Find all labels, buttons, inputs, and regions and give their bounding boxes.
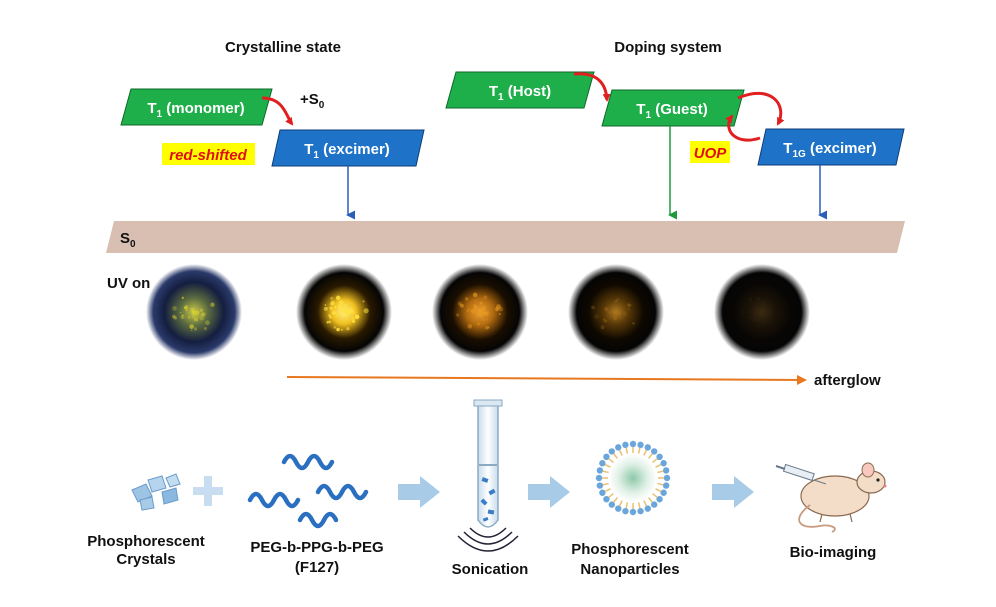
- red-shifted-label: red-shifted: [169, 147, 247, 164]
- crystals-icon: [131, 473, 181, 511]
- host-level-box: T1 (Host): [445, 71, 595, 109]
- svg-text:T1 (Host): T1 (Host): [489, 83, 551, 103]
- f127-label-line1: PEG-b-PPG-b-PEG: [250, 539, 383, 556]
- nanoparticles-label-line1: Phosphorescent: [571, 541, 689, 558]
- afterglow-label: afterglow: [814, 372, 881, 389]
- guest-level-box: T1 (Guest): [601, 89, 745, 127]
- uop-label: UOP: [694, 145, 728, 162]
- ground-state-label: S0: [120, 230, 136, 250]
- ground-state-band: [106, 221, 905, 253]
- sonication-label: Sonication: [452, 561, 529, 578]
- nanoparticle-icon: [595, 440, 671, 516]
- host-symbol: T: [489, 83, 498, 100]
- afterglow-photo-1: [146, 264, 242, 360]
- syringe-icon: [775, 463, 827, 485]
- crystal-excimer-label: (excimer): [319, 141, 390, 158]
- process-arrow-3: [712, 476, 754, 508]
- monomer-to-excimer-arrow: [261, 96, 294, 126]
- test-tube-icon: [473, 399, 503, 528]
- guest-subscript: 1: [645, 110, 651, 121]
- process-arrow-1: [398, 476, 440, 508]
- svg-text:T1G (excimer): T1G (excimer): [783, 140, 876, 160]
- excimer-to-guest-arrow: [725, 114, 761, 142]
- host-label: (Host): [504, 83, 552, 100]
- crystal-excimer-subscript: 1: [313, 150, 319, 161]
- afterglow-photo-row: [146, 264, 810, 360]
- ground-state-symbol: S: [120, 230, 130, 247]
- svg-text:T1 (Guest): T1 (Guest): [636, 101, 707, 121]
- afterglow-photo-2: [296, 264, 392, 360]
- host-subscript: 1: [498, 92, 504, 103]
- host-to-guest-arrow: [573, 72, 611, 102]
- crystal-excimer-level-box: T1 (excimer): [271, 129, 425, 167]
- monomer-level-box: T1 (monomer): [120, 88, 273, 126]
- afterglow-photo-4: [568, 264, 664, 360]
- sonication-waves-icon: [457, 527, 519, 552]
- ground-state-subscript: 0: [130, 239, 136, 250]
- svg-text:T1 (monomer): T1 (monomer): [147, 100, 244, 120]
- crystals-label-line2: Crystals: [116, 551, 175, 568]
- crystalline-title: Crystalline state: [225, 39, 341, 56]
- bioimaging-label: Bio-imaging: [790, 544, 877, 561]
- afterglow-photo-3: [432, 264, 528, 360]
- afterglow-arrow: [286, 374, 807, 385]
- doping-excimer-label: (excimer): [806, 140, 877, 157]
- guest-to-excimer-arrow: [737, 91, 785, 126]
- plus-icon: [193, 476, 223, 506]
- crystal-excimer-symbol: T: [304, 141, 313, 158]
- monomer-label: (monomer): [162, 100, 245, 117]
- process-arrow-2: [528, 476, 570, 508]
- doping-excimer-level-box: T1G (excimer): [757, 128, 905, 166]
- guest-symbol: T: [636, 101, 645, 118]
- doping-title: Doping system: [614, 39, 722, 56]
- f127-label-line2: (F127): [295, 559, 339, 576]
- plus-s0-subscript: 0: [319, 100, 325, 111]
- doping-excimer-subscript: 1G: [792, 149, 806, 160]
- plus-s0-label: +S0: [300, 91, 325, 111]
- red-shifted-highlight: [162, 143, 255, 165]
- uop-highlight: [690, 141, 730, 163]
- uv-on-label: UV on: [107, 275, 150, 292]
- guest-label: (Guest): [651, 101, 708, 118]
- monomer-symbol: T: [147, 100, 156, 117]
- afterglow-photo-5: [714, 264, 810, 360]
- nanoparticles-label-line2: Nanoparticles: [580, 561, 679, 578]
- monomer-subscript: 1: [157, 109, 163, 120]
- polymer-coil-icon: [247, 453, 369, 529]
- plus-s0-symbol: +S: [300, 91, 319, 108]
- mouse-icon: [798, 462, 887, 533]
- crystals-label-line1: Phosphorescent: [87, 533, 205, 550]
- doping-excimer-symbol: T: [783, 140, 792, 157]
- svg-text:T1 (excimer): T1 (excimer): [304, 141, 390, 161]
